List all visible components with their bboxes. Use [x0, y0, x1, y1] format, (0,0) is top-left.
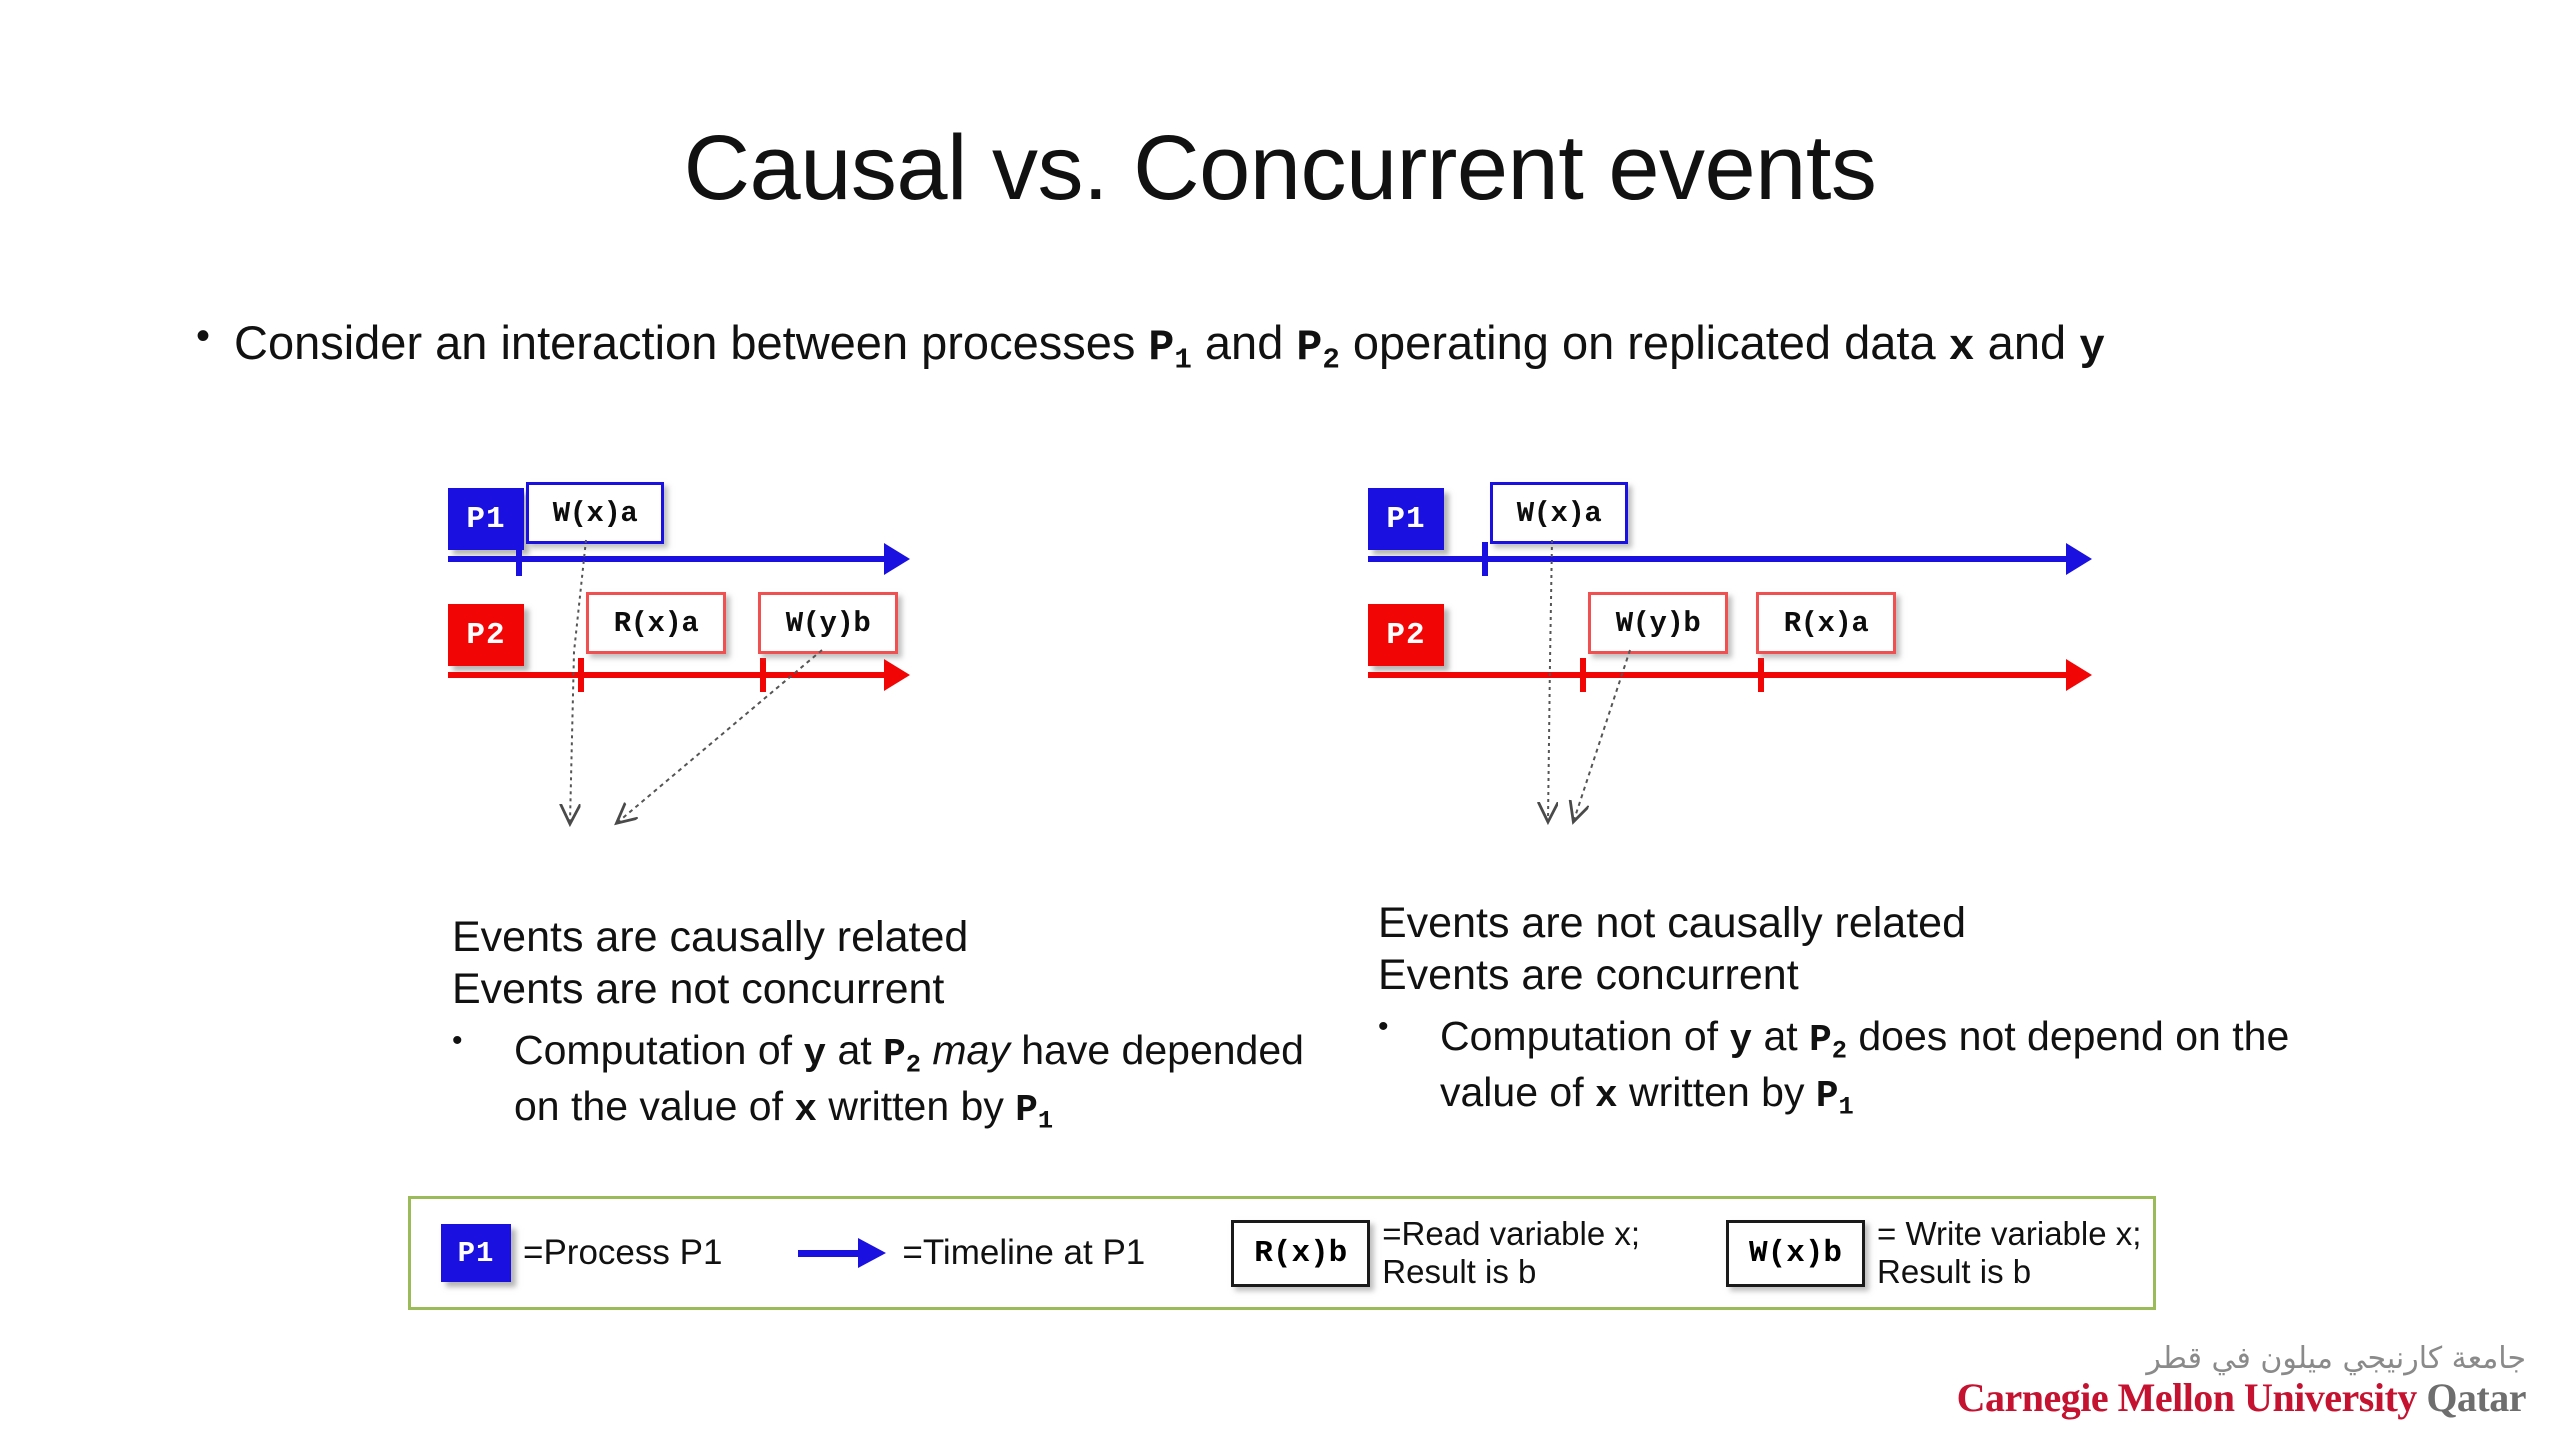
- explanation-concurrent-line1: Events are not causally related: [1378, 899, 1966, 947]
- timeline-p1-tick-1: [516, 542, 522, 576]
- detail-text-d: have depended on the value of: [514, 1027, 1304, 1129]
- detail-text-c: [921, 1027, 932, 1073]
- event-box-read-x-a[interactable]: R(x)a: [1756, 592, 1896, 654]
- legend-read-box: R(x)b: [1231, 1219, 1371, 1287]
- cmu-qatar-logo: جامعة كارنيجي ميلون في قطر Carnegie Mell…: [1956, 1341, 2527, 1420]
- intro-text-part1: Consider an interaction between processe…: [234, 316, 1149, 369]
- process-p2-ref: P: [1296, 323, 1323, 372]
- variable-x-ref: x: [1595, 1075, 1618, 1118]
- legend-write-box: W(x)b: [1726, 1219, 1866, 1287]
- explanation-causal-detail: •Computation of y at P2 may have depende…: [452, 1024, 1352, 1136]
- timeline-p2-tick-1: [578, 658, 584, 692]
- legend-item-read: R(x)b =Read variable x; Result is b: [1145, 1199, 1640, 1307]
- intro-text-part4: and: [1974, 316, 2080, 369]
- detail-text-c: does not depend on the value of: [1440, 1013, 2290, 1115]
- event-box-write-y-b[interactable]: W(y)b: [1588, 592, 1728, 654]
- explanation-causal-line1: Events are causally related: [452, 913, 969, 961]
- logo-location: Qatar: [2426, 1375, 2526, 1420]
- legend-timeline-label: =Timeline at P1: [902, 1232, 1146, 1272]
- process-tag-p2: P2: [1368, 604, 1444, 666]
- process-p2-subscript: 2: [1831, 1036, 1847, 1066]
- process-p1-ref: P: [1015, 1089, 1038, 1132]
- detail-text-a: Computation of: [1440, 1013, 1730, 1060]
- event-box-write-x-a[interactable]: W(x)a: [1490, 482, 1628, 544]
- process-p2-subscript: 2: [1322, 343, 1340, 377]
- arrow-head: [858, 1238, 887, 1268]
- page-title: Causal vs. Concurrent events: [683, 117, 1877, 219]
- explanation-concurrent-detail: •Computation of y at P2 does not depend …: [1378, 1010, 2298, 1122]
- timeline-p2-tick-2: [760, 658, 766, 692]
- legend-read-label: =Read variable x; Result is b: [1382, 1215, 1640, 1292]
- timeline-p1-arrowhead: [2066, 543, 2092, 575]
- intro-text-part2: and: [1191, 316, 1297, 369]
- legend-process-label: =Process P1: [523, 1232, 723, 1272]
- timeline-p1-line: [448, 556, 886, 562]
- variable-x-ref: x: [1948, 323, 1975, 372]
- timeline-p2-arrowhead: [2066, 659, 2092, 691]
- process-p2-subscript: 2: [905, 1050, 921, 1080]
- process-tag-p2: P2: [448, 604, 524, 666]
- timeline-p1-tick-1: [1482, 542, 1488, 576]
- event-box-read-x-a[interactable]: R(x)a: [586, 592, 726, 654]
- legend-item-process: P1 =Process P1: [411, 1199, 722, 1307]
- timeline-p2-line: [448, 672, 886, 678]
- process-p2-ref: P: [883, 1034, 906, 1077]
- arrow-shaft: [798, 1250, 863, 1257]
- diagram-concurrent: P1 P2 W(x)a W(y)b R(x)a: [1368, 482, 2128, 732]
- detail-emphasis-may: may: [932, 1027, 1010, 1074]
- intro-bullet: • Consider an interaction between proces…: [196, 312, 2396, 380]
- process-p2-ref: P: [1809, 1020, 1832, 1063]
- detail-text-b: at: [826, 1027, 884, 1074]
- explanation-causal: Events are causally related Events are n…: [452, 912, 1352, 1136]
- legend-read-label-line1: =Read variable x;: [1382, 1214, 1641, 1252]
- event-box-write-x-a[interactable]: W(x)a: [526, 482, 664, 544]
- intro-text-part3: operating on replicated data: [1339, 316, 1949, 369]
- timeline-p2-tick-2: [1758, 658, 1764, 692]
- legend-item-write: W(x)b = Write variable x; Result is b: [1640, 1199, 2141, 1307]
- process-tag-p1: P1: [448, 488, 524, 550]
- variable-x-ref: x: [794, 1089, 818, 1132]
- process-p1-subscript: 1: [1838, 1092, 1854, 1122]
- legend-write-label: = Write variable x; Result is b: [1877, 1215, 2141, 1292]
- process-p1-subscript: 1: [1174, 343, 1192, 377]
- logo-arabic-text: جامعة كارنيجي ميلون في قطر: [2146, 1341, 2526, 1376]
- variable-y-ref: y: [803, 1034, 827, 1077]
- variable-y-ref: y: [1729, 1020, 1753, 1063]
- explanation-causal-line2: Events are not concurrent: [452, 964, 945, 1013]
- legend-item-timeline: =Timeline at P1: [722, 1199, 1145, 1307]
- process-p1-ref: P: [1148, 323, 1175, 372]
- detail-text-a: Computation of: [514, 1027, 804, 1074]
- timeline-p2-tick-1: [1580, 658, 1586, 692]
- logo-university-name: Carnegie Mellon University: [1956, 1375, 2418, 1420]
- intro-bullet-text: Consider an interaction between processe…: [234, 312, 2396, 380]
- logo-wordmark: Carnegie Mellon University Qatar: [1956, 1375, 2527, 1420]
- timeline-p1-arrowhead: [884, 543, 910, 575]
- explanation-concurrent-line2: Events are concurrent: [1378, 950, 1799, 999]
- process-p1-ref: P: [1815, 1075, 1839, 1118]
- sub-bullet-marker: •: [452, 1024, 463, 1058]
- detail-text-e: written by: [817, 1082, 1016, 1129]
- legend-write-label-line2: Result is b: [1877, 1253, 2032, 1290]
- sub-bullet-marker: •: [1378, 1010, 1389, 1044]
- legend-read-label-line2: Result is b: [1382, 1253, 1537, 1290]
- bullet-marker: •: [196, 314, 211, 358]
- legend-process-tag: P1: [441, 1224, 511, 1282]
- diagram-causal: P1 P2 W(x)a R(x)a W(y)b: [448, 482, 1208, 732]
- detail-text-e: written by: [1617, 1068, 1816, 1115]
- timeline-p2-arrowhead: [884, 659, 910, 691]
- timeline-p1-line: [1368, 556, 2068, 562]
- arrow-right-icon: [798, 1238, 890, 1268]
- detail-text-b: at: [1752, 1013, 1810, 1060]
- event-box-write-y-b[interactable]: W(y)b: [758, 592, 898, 654]
- variable-y-ref: y: [2079, 323, 2106, 372]
- explanation-concurrent: Events are not causally related Events a…: [1378, 898, 2298, 1122]
- connector-wxa-down: [1548, 539, 1552, 820]
- timeline-p2-line: [1368, 672, 2068, 678]
- process-p1-subscript: 1: [1037, 1106, 1054, 1136]
- legend-box: P1 =Process P1 =Timeline at P1 R(x)b =Re…: [408, 1196, 2156, 1310]
- process-tag-p1: P1: [1368, 488, 1444, 550]
- legend-write-label-line1: = Write variable x;: [1877, 1214, 2142, 1252]
